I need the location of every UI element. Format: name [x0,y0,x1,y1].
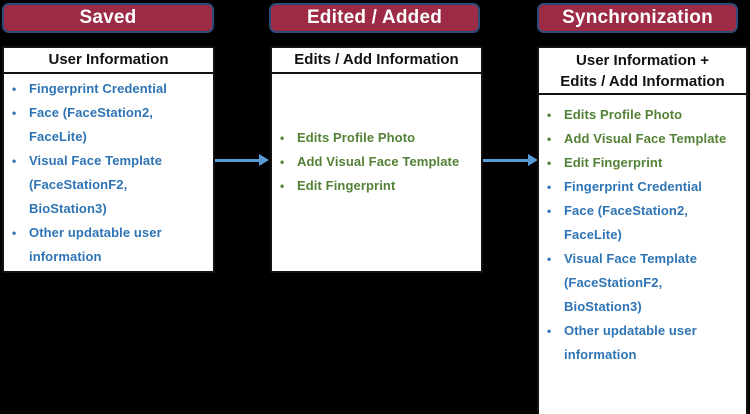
list-item: • Edits Profile Photo [272,126,477,150]
bullet-dot: • [547,324,552,338]
arrow-head [259,154,269,166]
list-item: • Face (FaceStation2, FaceLite) [539,199,742,247]
list-item: • Edits Profile Photo [539,103,742,127]
saved-header: Saved [2,3,214,33]
list-item: • Add Visual Face Template [272,150,477,174]
bullet-dot: • [280,131,285,145]
bullet-dot: • [547,132,552,146]
list-item: • Face (FaceStation2, FaceLite) [4,101,209,149]
edited-added-item-list: • Edits Profile Photo • Add Visual Face … [272,74,481,198]
arrow-head [528,154,538,166]
saved-box-title: User Information [4,48,213,74]
bullet-dot: • [12,82,17,96]
bullet-dot: • [280,155,285,169]
list-item: • Fingerprint Credential [539,175,742,199]
arrow-shaft [215,159,261,162]
arrow-right-icon [483,154,538,166]
bullet-dot: • [12,226,17,240]
bullet-dot: • [547,252,552,266]
bullet-dot: • [547,204,552,218]
list-item: • Other updatable user information [4,221,209,269]
list-item: • Edit Fingerprint [539,151,742,175]
edited-added-header: Edited / Added [269,3,480,33]
synchronization-item-list: • Edits Profile Photo • Add Visual Face … [539,95,746,367]
arrow-right-icon [215,154,269,166]
bullet-dot: • [12,106,17,120]
list-item: • Visual Face Template (FaceStationF2, B… [539,247,742,319]
bullet-dot: • [547,156,552,170]
list-item: • Visual Face Template (FaceStationF2, B… [4,149,209,221]
bullet-dot: • [547,180,552,194]
synchronization-box: User Information + Edits / Add Informati… [537,46,748,414]
bullet-dot: • [12,154,17,168]
list-item: • Other updatable user information [539,319,742,367]
list-item: • Fingerprint Credential [4,77,209,101]
edited-added-box-title: Edits / Add Information [272,48,481,74]
arrow-shaft [483,159,530,162]
bullet-dot: • [280,179,285,193]
synchronization-header: Synchronization [537,3,738,33]
saved-item-list: • Fingerprint Credential • Face (FaceSta… [4,74,213,269]
bullet-dot: • [547,108,552,122]
saved-box: User Information • Fingerprint Credentia… [2,46,215,273]
list-item: • Edit Fingerprint [272,174,477,198]
list-item: • Add Visual Face Template [539,127,742,151]
synchronization-box-title: User Information + Edits / Add Informati… [539,48,746,95]
edited-added-box: Edits / Add Information • Edits Profile … [270,46,483,273]
